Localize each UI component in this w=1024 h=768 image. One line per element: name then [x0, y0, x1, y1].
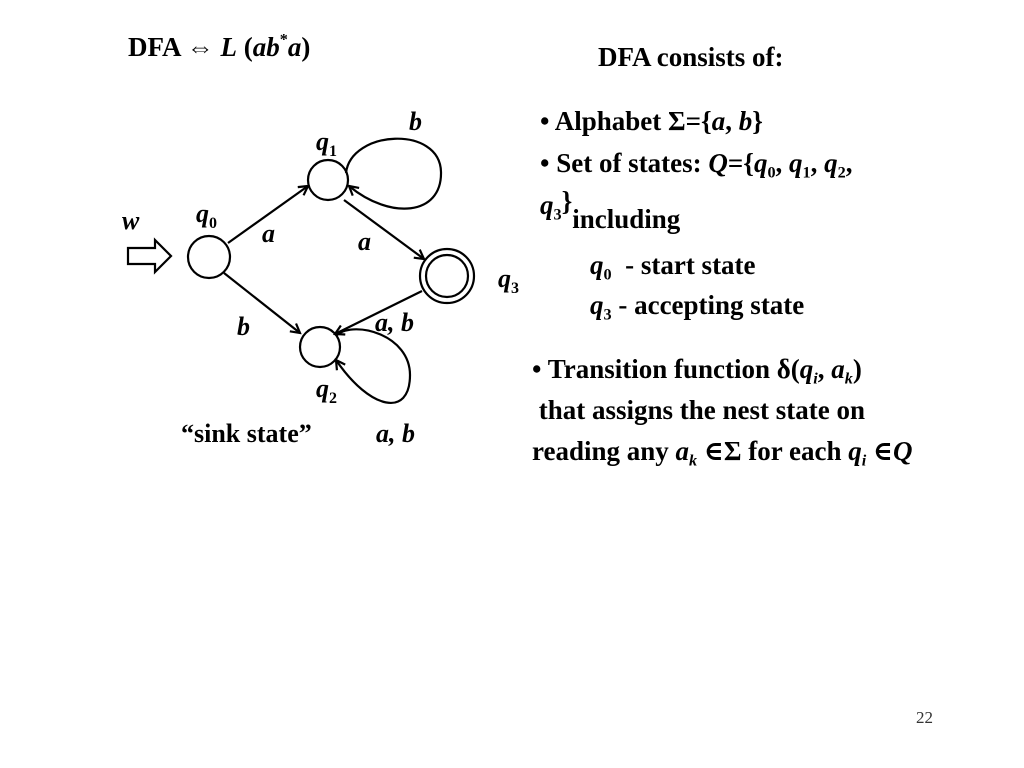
set-open: ={	[685, 106, 712, 136]
input-word-label: w	[122, 206, 140, 235]
bullet-icon: •	[532, 354, 542, 384]
edge-label-q0-q1: a	[262, 219, 275, 248]
start-arrow-icon	[126, 237, 173, 275]
edge-q1-q3	[343, 199, 424, 259]
q-symbol: q	[590, 290, 604, 320]
element-of-symbol: ∈	[703, 436, 724, 466]
title-open-paren: (	[237, 32, 253, 62]
accepting-state-desc: - accepting state	[611, 290, 805, 320]
index-0: 0	[767, 163, 776, 182]
comma: ,	[810, 148, 825, 178]
q3-label: q3	[498, 264, 519, 297]
transition-line-1: • Transition function δ(qi, ak)	[532, 354, 862, 388]
title-ab: ab	[252, 32, 280, 62]
slide-title: DFA ⇔ L (ab*a)	[128, 32, 310, 63]
edge-label-q1-q1: b	[409, 107, 422, 136]
state-q1	[306, 158, 350, 202]
edge-label-q2-q2: a, b	[376, 419, 415, 448]
title-star: *	[279, 30, 288, 49]
comma: ,	[817, 354, 832, 384]
for-each-text: for each	[741, 436, 849, 466]
edge-q0-q2	[223, 272, 300, 333]
sigma-symbol: Σ	[668, 106, 686, 136]
info-heading: DFA consists of:	[598, 42, 784, 72]
loop-q2	[336, 328, 412, 404]
q-symbol: q	[590, 250, 604, 280]
set-close: }	[561, 186, 573, 216]
start-state-desc: - start state	[611, 250, 756, 280]
q-symbol: q	[848, 436, 862, 466]
title-a: a	[287, 32, 302, 62]
alphabet-label: Alphabet	[554, 106, 668, 136]
index-3: 3	[603, 305, 612, 324]
title-L: L	[220, 32, 238, 62]
index-k: k	[689, 451, 698, 470]
element-of-symbol: ∈	[873, 436, 894, 466]
title-dfa: DFA	[128, 32, 180, 62]
q1-label: q1	[316, 127, 337, 160]
state-q2	[298, 325, 342, 369]
edge-q3-q2	[335, 290, 423, 334]
reading-any-text: reading any	[532, 436, 676, 466]
state-q3-accepting	[418, 247, 476, 305]
index-k: k	[844, 369, 853, 388]
comma: ,	[775, 148, 790, 178]
start-state-line: q0 - start state	[590, 250, 756, 284]
q-symbol: q	[789, 148, 803, 178]
set-open: ={	[727, 148, 754, 178]
symbol-a: a	[711, 106, 726, 136]
index-1: 1	[802, 163, 811, 182]
paren-open: (	[790, 354, 800, 384]
alphabet-line: • Alphabet Σ={a, b}	[540, 106, 763, 137]
set-close: }	[752, 106, 763, 136]
a-symbol: a	[831, 354, 845, 384]
paren-close: )	[852, 354, 862, 384]
index-0: 0	[603, 265, 612, 284]
including-text: including	[572, 204, 681, 234]
Q-symbol: Q	[708, 148, 728, 178]
index-2: 2	[837, 163, 846, 182]
accepting-state-line: q3 - accepting state	[590, 290, 805, 324]
states-line-2: q3}including	[540, 186, 680, 234]
state-q0	[186, 234, 232, 280]
edge-label-q3-q2: a, b	[375, 308, 414, 337]
title-close-paren: )	[301, 32, 311, 62]
sink-state-label: “sink state”	[181, 419, 312, 448]
comma: ,	[725, 106, 739, 136]
bullet-icon: •	[540, 106, 550, 136]
states-label: Set of states:	[556, 148, 709, 178]
sigma-symbol: Σ	[723, 436, 742, 466]
q2-label: q2	[316, 374, 337, 407]
edge-q0-q1	[227, 186, 308, 244]
Q-symbol: Q	[893, 436, 913, 466]
a-symbol: a	[675, 436, 690, 466]
comma: ,	[845, 148, 853, 178]
index-i: i	[861, 451, 867, 470]
index-i: i	[813, 369, 818, 388]
edge-label-q0-q2: b	[237, 312, 250, 341]
delta-symbol: δ	[776, 354, 791, 384]
transition-line-2: that assigns the nest state on	[532, 395, 866, 425]
q-symbol: q	[824, 148, 838, 178]
loop-q1	[344, 137, 443, 210]
edge-label-q1-q3: a	[358, 227, 371, 256]
q-symbol: q	[540, 190, 554, 220]
q-symbol: q	[799, 354, 814, 384]
q-symbol: q	[753, 148, 768, 178]
iff-arrow-icon: ⇔	[186, 32, 214, 62]
symbol-b: b	[738, 106, 753, 136]
q0-label: q0	[196, 199, 217, 232]
transition-line-3: reading any ak ∈Σ for each qi ∈Q	[532, 436, 913, 470]
page-number: 22	[916, 708, 933, 727]
transition-label: Transition function	[547, 354, 777, 384]
bullet-icon: •	[540, 148, 550, 178]
states-line: • Set of states: Q={q0, q1, q2,	[540, 148, 853, 182]
index-3: 3	[553, 205, 562, 224]
dfa-diagram: w q0 q1 q2 q3 a b b a a, b a, b “sink st…	[122, 107, 519, 448]
